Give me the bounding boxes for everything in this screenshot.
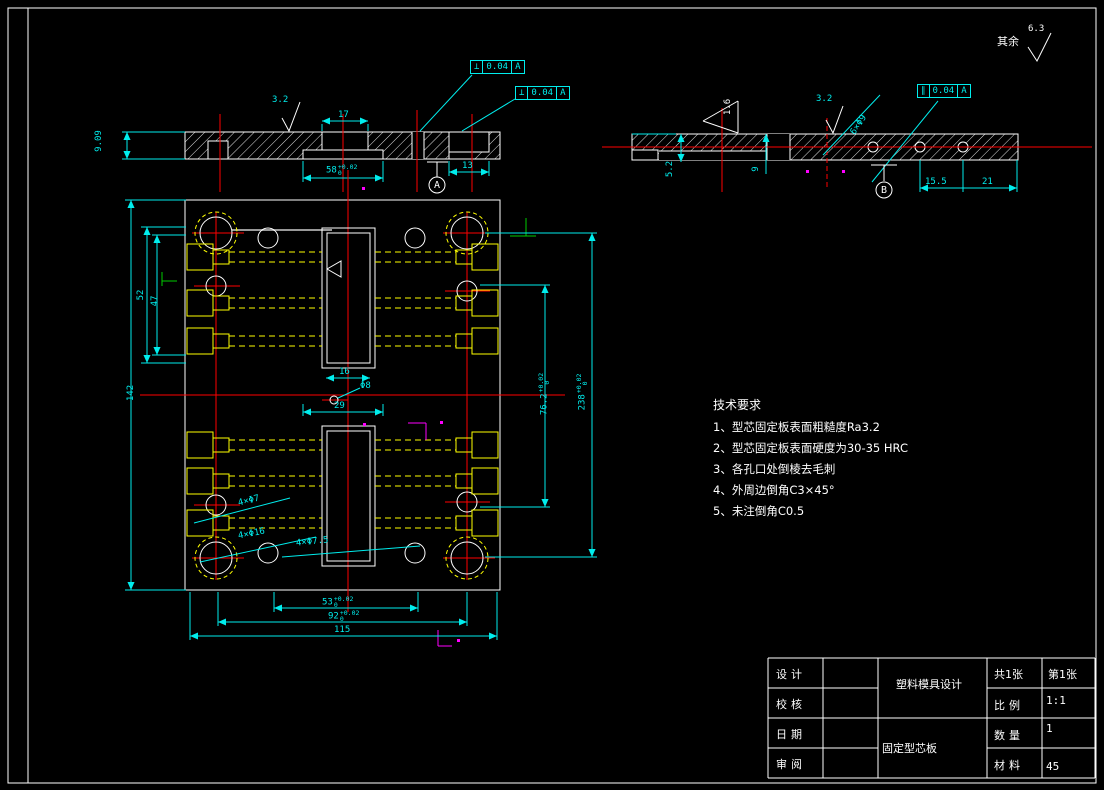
roughness-1-6: 1.6 <box>723 98 733 116</box>
tech-item: 3、各孔口处倒棱去毛刺 <box>713 462 836 476</box>
title-block-grid <box>767 657 1096 779</box>
tech-item: 4、外周边倒角C3×45° <box>713 483 835 497</box>
plan-holes <box>199 216 484 575</box>
side-roughness-rotated-icon <box>702 100 739 134</box>
dim-21: 21 <box>982 177 993 187</box>
dim-142: 142 <box>126 384 136 402</box>
front-section-view <box>122 74 516 194</box>
sheet-total: 共1张 <box>994 668 1023 681</box>
pocket-roughness-icon <box>326 260 342 278</box>
sheet-border <box>7 7 1097 784</box>
front-dimensions <box>122 74 516 182</box>
roughness-3-2-side: 3.2 <box>816 94 833 104</box>
datum-b-label: B <box>880 185 888 196</box>
fcf-symbol: ⊥ <box>515 86 529 100</box>
front-right-slot <box>448 131 490 153</box>
datum-a-symbol <box>427 161 448 194</box>
front-hole-strip <box>412 132 424 159</box>
side-roughness-icon <box>825 105 844 135</box>
scale-label: 比例 <box>994 699 1024 712</box>
corner-roughness-value: 6.3 <box>1028 24 1045 34</box>
front-roughness-icon <box>281 101 301 133</box>
roughness-3-2-front: 3.2 <box>272 95 289 105</box>
plan-centerlines <box>140 170 565 612</box>
hidden-channel-lines <box>229 251 456 529</box>
edge-slots <box>186 243 499 537</box>
dim-17: 17 <box>338 110 349 120</box>
corner-note: 其余 <box>997 35 1019 48</box>
titleblock-design-label: 设计 <box>776 668 806 681</box>
plan-dimensions <box>125 199 597 640</box>
dim-52: 52 <box>136 289 146 301</box>
dim-9: 9 <box>751 166 761 172</box>
dim-115: 115 <box>334 625 351 635</box>
plan-view <box>125 170 845 647</box>
titleblock-date-label: 日期 <box>776 728 806 741</box>
project-title: 塑料模具设计 <box>896 678 962 691</box>
dim-15-5: 15.5 <box>925 177 947 187</box>
dim-16: 16 <box>339 367 350 377</box>
titleblock-review-label: 审阅 <box>776 758 806 771</box>
dim-5-2: 5.2 <box>665 160 675 178</box>
titleblock-check-label: 校核 <box>776 698 806 711</box>
sheet-number: 第1张 <box>1048 668 1077 681</box>
dim-13: 13 <box>462 161 473 171</box>
front-left-notch <box>207 140 229 160</box>
qty-value: 1 <box>1046 722 1053 735</box>
side-dimensions <box>632 94 1018 192</box>
fcf-symbol: ⊥ <box>470 60 484 74</box>
qty-label: 数量 <box>994 729 1024 742</box>
part-name: 固定型芯板 <box>882 742 937 755</box>
section-marks-magenta <box>362 170 845 647</box>
dim-phi8: Φ8 <box>360 381 371 391</box>
material-label: 材料 <box>994 759 1024 772</box>
dim-9-09: 9.09 <box>94 130 104 152</box>
technical-requirements: 技术要求 1、型芯固定板表面粗糙度Ra3.2 2、型芯固定板表面硬度为30-35… <box>713 396 908 524</box>
front-center-slot <box>321 131 369 152</box>
dim-47: 47 <box>150 295 160 307</box>
fcf-symbol: ∥ <box>917 84 930 98</box>
tech-item: 5、未注倒角C0.5 <box>713 504 805 518</box>
scale-value: 1:1 <box>1046 694 1066 707</box>
tech-item: 2、型芯固定板表面硬度为30-35 HRC <box>713 441 908 455</box>
datum-b-symbol <box>871 164 897 199</box>
tech-item: 1、型芯固定板表面粗糙度Ra3.2 <box>713 420 880 434</box>
datum-a-label: A <box>433 180 441 191</box>
corner-roughness-icon <box>1027 32 1052 63</box>
side-section-view <box>602 94 1092 199</box>
dim-29: 29 <box>334 401 345 411</box>
tech-title: 技术要求 <box>713 398 762 412</box>
material-value: 45 <box>1046 760 1060 773</box>
